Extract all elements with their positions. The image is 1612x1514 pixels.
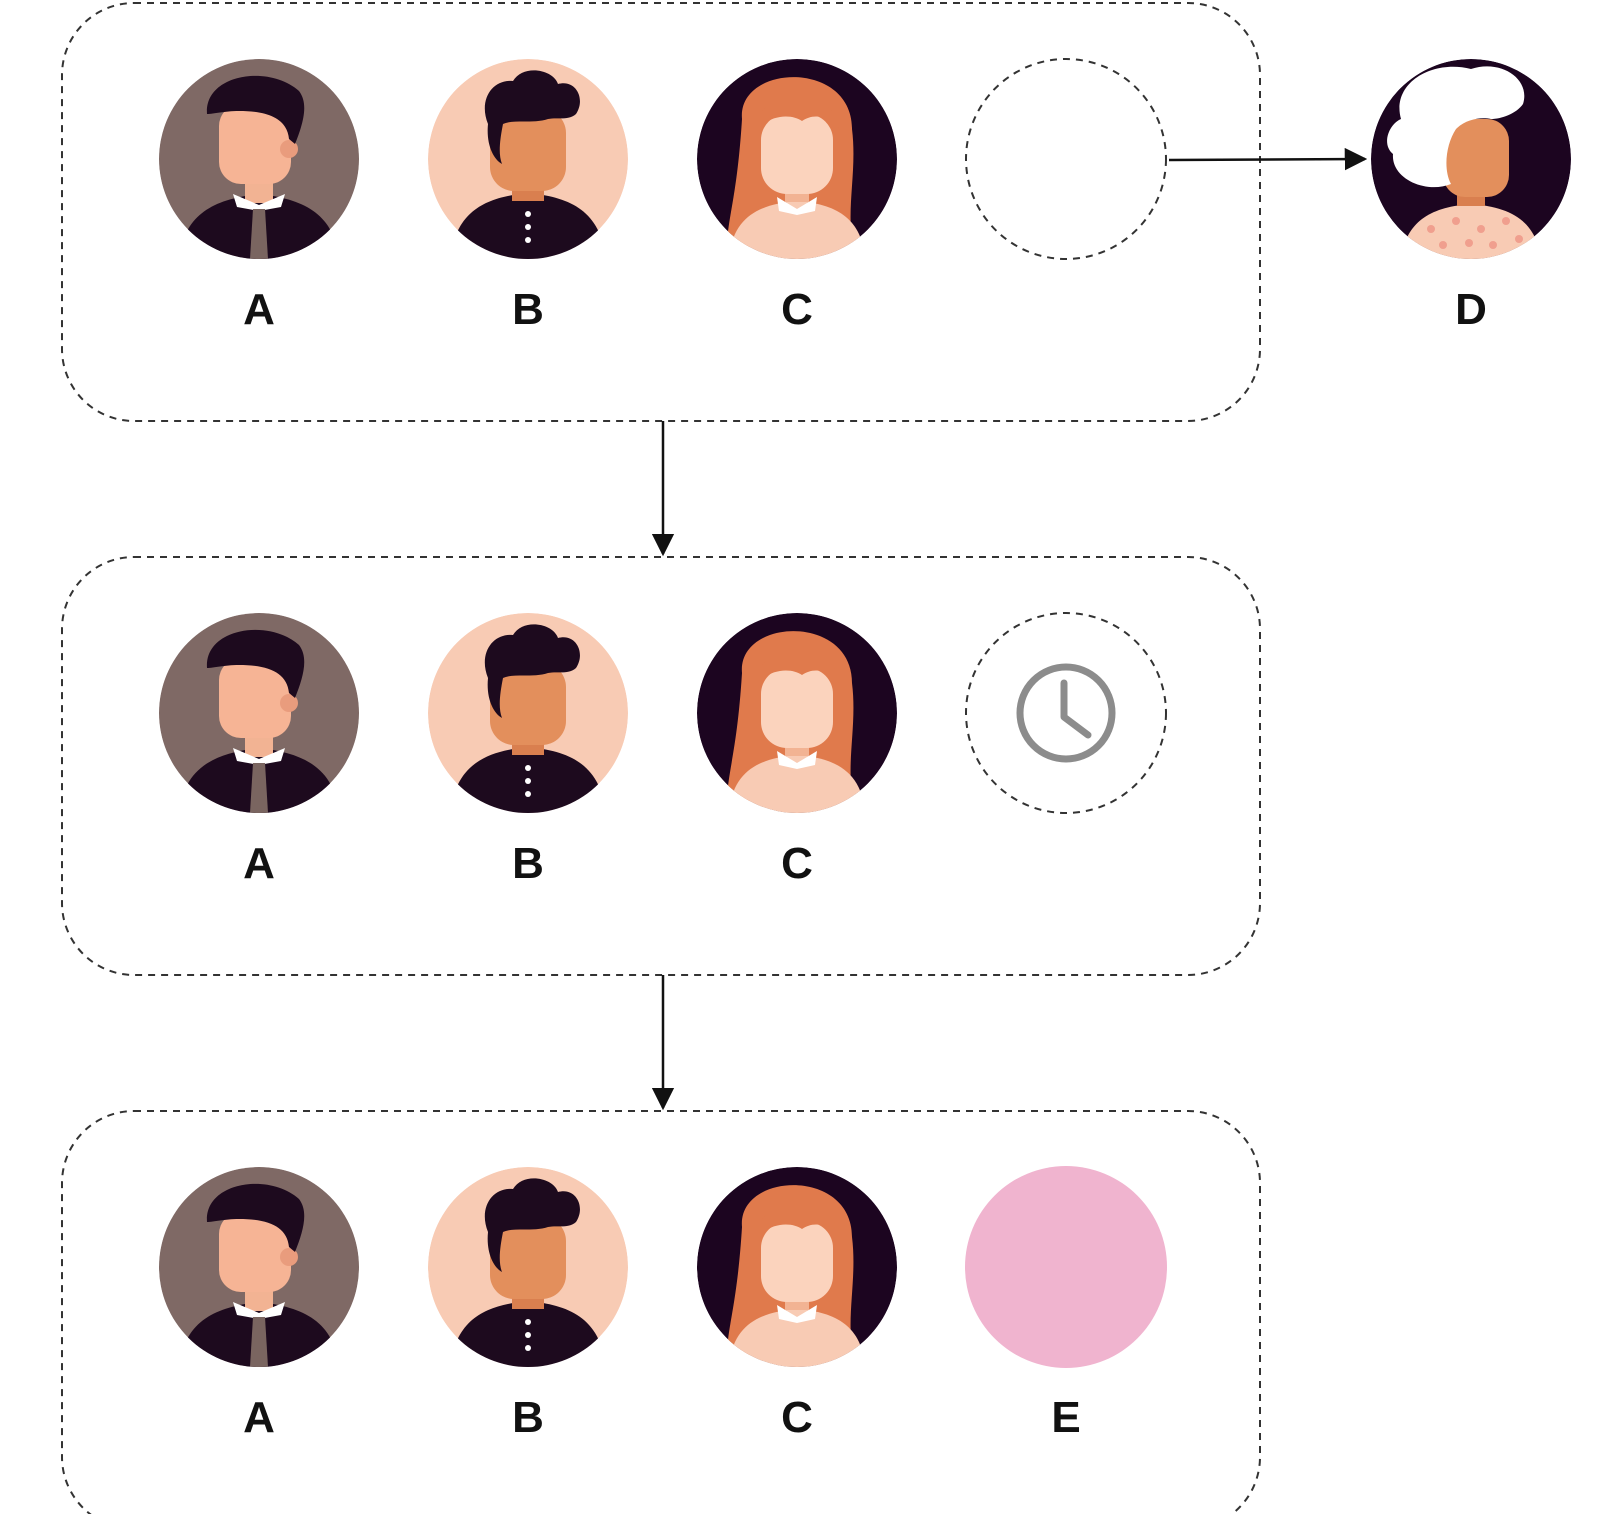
label-e-group3: E: [1051, 1393, 1080, 1442]
group-box-waiting: [61, 556, 1261, 976]
avatar-a-group1: [159, 59, 359, 259]
label-a-group3: A: [243, 1393, 275, 1442]
label-a-group1: A: [243, 285, 275, 334]
label-c-group3: C: [781, 1393, 813, 1442]
avatar-a-group2: [159, 613, 359, 813]
group-box-initial: [61, 2, 1261, 422]
arrow-to-departed: [1168, 147, 1368, 171]
empty-slot: [965, 58, 1167, 260]
avatar-c-group3: [697, 1167, 897, 1367]
label-b-group2: B: [512, 839, 544, 888]
avatar-b-group2: [428, 613, 628, 813]
avatar-e-new: [965, 1166, 1167, 1368]
avatar-b-group3: [428, 1167, 628, 1367]
label-b-group3: B: [512, 1393, 544, 1442]
avatar-c-group1: [697, 59, 897, 259]
avatar-c-group2: [697, 613, 897, 813]
avatar-d-departed: [1371, 59, 1571, 259]
group-box-replaced: [61, 1110, 1261, 1514]
label-b-group1: B: [512, 285, 544, 334]
clock-icon: [966, 613, 1166, 813]
avatar-a-group3: [159, 1167, 359, 1367]
avatar-b-group1: [428, 59, 628, 259]
label-d: D: [1455, 285, 1487, 334]
label-c-group2: C: [781, 839, 813, 888]
label-a-group2: A: [243, 839, 275, 888]
label-c-group1: C: [781, 285, 813, 334]
